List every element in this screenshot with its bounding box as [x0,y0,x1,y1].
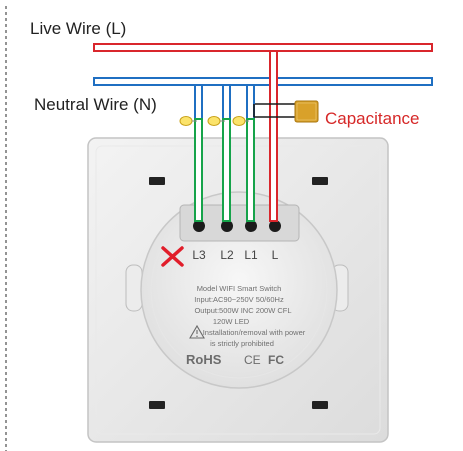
warning-triangle-icon [189,324,205,339]
live-drop-wire [269,50,278,222]
switch-plate-inner-rim [95,145,381,435]
ce-mark: CE [244,353,261,367]
lamp-icon-l1 [232,116,249,126]
neutral-wire-bus [93,77,433,86]
live-wire-label: Live Wire (L) [30,19,126,38]
capacitance-label: Capacitance [325,109,420,128]
device-model-text: Model WIFI Smart Switch [197,284,282,293]
capacitor-icon [294,100,319,123]
device-warning-text-2: is strictly prohibited [210,339,274,348]
terminal-label-l2: L2 [220,248,234,262]
terminal-screw-l [269,220,281,232]
side-tab-left [125,264,143,312]
mount-slot-bottom-right [312,401,328,409]
terminal-screw-l3 [193,220,205,232]
central-hub-ring [150,201,328,379]
mount-slot-top-left [149,177,165,185]
mount-slot-bottom-left [149,401,165,409]
device-warning-text-1: Installation/removal with power [203,328,306,337]
cross-mark-icon [161,246,184,267]
capacitor-leads [253,103,295,118]
neutral-drop-l2 [222,84,231,120]
neutral-wire-label: Neutral Wire (N) [34,95,157,114]
mount-slot-top-right [312,177,328,185]
rohs-mark: RoHS [186,352,222,367]
lamp-icon-l2 [207,116,225,126]
terminal-label-l3: L3 [192,248,206,262]
terminal-screw-l1 [245,220,257,232]
load-wire-l1 [246,118,255,222]
device-input-text: Input:AC90~250V 50/60Hz [194,295,284,304]
fc-mark: FC [268,353,284,367]
terminal-label-l: L [272,248,279,262]
device-led-text: 120W LED [213,317,250,326]
load-wire-l3 [194,118,203,222]
neutral-drop-l1 [246,84,255,120]
lamp-icon-l3 [179,116,197,126]
terminal-label-l1: L1 [244,248,258,262]
live-wire-bus [93,43,433,52]
device-output-text: Output:500W INC 200W CFL [194,306,291,315]
neutral-drop-l3 [194,84,203,120]
terminal-screw-l2 [221,220,233,232]
load-wire-l2 [222,118,231,222]
